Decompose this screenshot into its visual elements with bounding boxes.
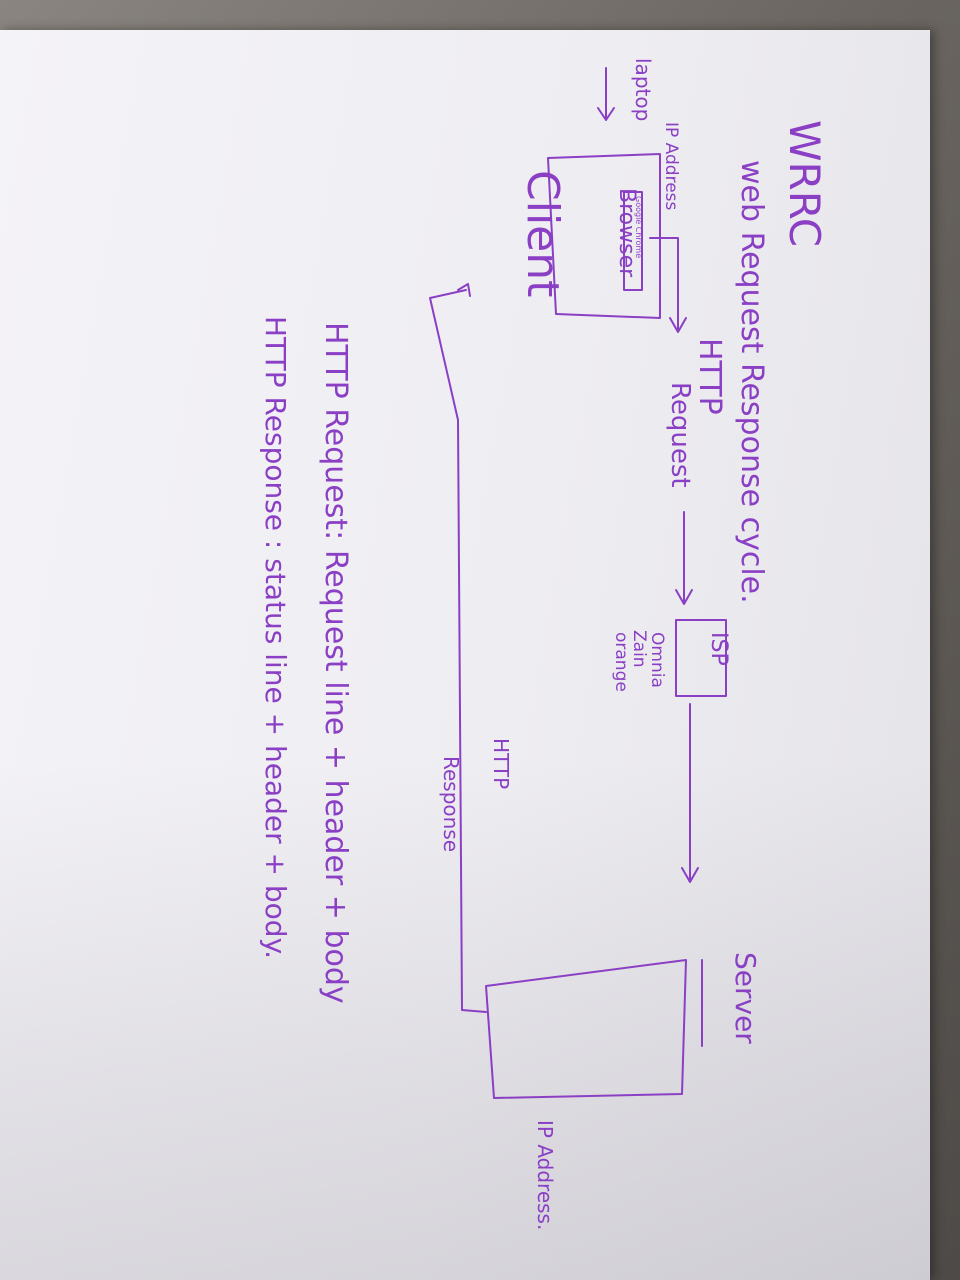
request-label-line1: HTTP bbox=[692, 338, 727, 415]
browser-group: Browser bbox=[614, 188, 639, 278]
isp-provider-3-group: orange bbox=[611, 632, 631, 692]
client-label: Client bbox=[517, 170, 568, 297]
response-label-group: HTTP bbox=[489, 738, 513, 789]
isp-label-group: ISP bbox=[706, 632, 731, 666]
title-group: WRRC bbox=[780, 120, 829, 247]
paper-shadow bbox=[0, 760, 930, 1280]
def-response-group: HTTP Response : status line + header + b… bbox=[259, 316, 292, 959]
def-request: HTTP Request: Request line + header + bo… bbox=[318, 322, 353, 1004]
isp-provider-2: Zain bbox=[629, 630, 649, 668]
def-request-group: HTTP Request: Request line + header + bo… bbox=[318, 322, 353, 1004]
request-label-group: HTTP bbox=[692, 338, 727, 415]
request-start-arrow-icon bbox=[649, 237, 687, 333]
isp-to-server-arrow-icon bbox=[681, 703, 699, 883]
response-label-line2: Response bbox=[439, 756, 463, 852]
request-to-isp-arrow-icon bbox=[675, 511, 693, 605]
browser-label: Browser bbox=[614, 188, 639, 278]
server-label: Server bbox=[729, 952, 762, 1044]
isp-provider-1-group: Omnia bbox=[647, 632, 667, 688]
server-ip-group: IP Address. bbox=[533, 1120, 557, 1230]
laptop-label-group: laptop bbox=[631, 58, 655, 121]
server-box bbox=[485, 959, 687, 1099]
title-abbr: WRRC bbox=[780, 120, 829, 247]
isp-provider-1: Omnia bbox=[647, 632, 667, 688]
title-full: web Request Response cycle. bbox=[734, 160, 769, 604]
server-ip-label: IP Address. bbox=[533, 1120, 557, 1230]
server-label-group: Server bbox=[729, 952, 762, 1044]
laptop-label: laptop bbox=[631, 58, 655, 121]
laptop-arrow-icon bbox=[597, 67, 615, 121]
isp-label: ISP bbox=[706, 632, 731, 666]
title-full-group: web Request Response cycle. bbox=[734, 160, 769, 604]
response-label-line1: HTTP bbox=[489, 738, 513, 789]
browser-bar-group: Google Chrome bbox=[634, 196, 643, 258]
request-label-group-2: Request bbox=[665, 382, 695, 488]
response-path-arrow-icon bbox=[429, 283, 487, 1013]
response-label-group-2: Response bbox=[439, 756, 463, 852]
client-laptop-box bbox=[547, 153, 661, 319]
browser-bar-box bbox=[623, 191, 643, 291]
client-ip-label: IP Address bbox=[661, 122, 681, 211]
isp-box bbox=[675, 619, 727, 697]
paper-sheet bbox=[0, 30, 930, 1280]
client-label-group: Client bbox=[517, 170, 568, 297]
def-response: HTTP Response : status line + header + b… bbox=[259, 316, 292, 959]
isp-provider-3: orange bbox=[611, 632, 631, 692]
browser-bar-label: Google Chrome bbox=[634, 196, 643, 258]
isp-provider-2-group: Zain bbox=[629, 630, 649, 668]
client-ip-group: IP Address bbox=[661, 122, 681, 211]
request-label-line2: Request bbox=[665, 382, 695, 488]
